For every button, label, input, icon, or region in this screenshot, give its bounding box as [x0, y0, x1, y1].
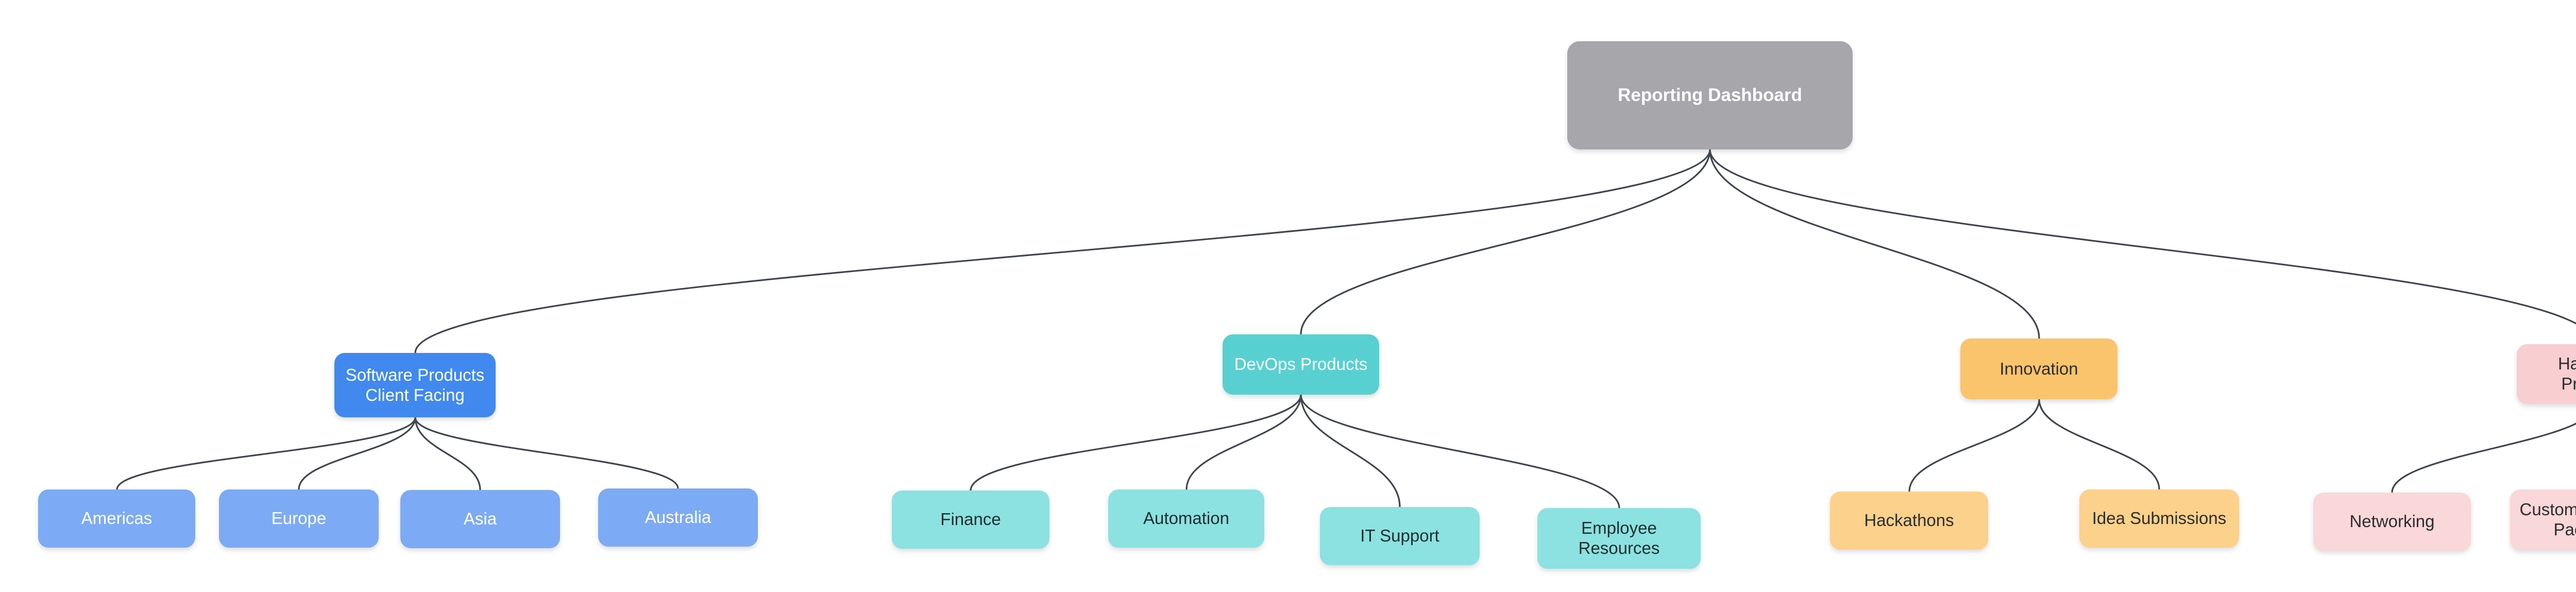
node-americas[interactable]: Americas [38, 489, 195, 548]
node-label: Employee Resources [1578, 518, 1660, 557]
node-label: Innovation [1999, 359, 2078, 378]
node-label: Asia [463, 509, 497, 529]
node-finance[interactable]: Finance [892, 490, 1049, 549]
edge-devops-employee-resources [1300, 394, 1620, 509]
edge-devops-it-support [1300, 394, 1401, 508]
edge-software-australia [414, 416, 679, 489]
node-networking[interactable]: Networking [2313, 493, 2471, 551]
node-label: Networking [2349, 512, 2435, 531]
node-employee-resources[interactable]: Employee Resources [1537, 508, 1701, 569]
edge-root-hardware [1709, 148, 2576, 325]
edge-innovation-idea-submissions [2038, 398, 2160, 490]
node-it-support[interactable]: IT Support [1320, 507, 1480, 565]
edge-software-americas [116, 416, 416, 490]
edge-root-devops [1300, 148, 1711, 335]
edge-software-asia [414, 416, 481, 491]
edge-innovation-hackathons [1908, 398, 2040, 493]
edge-hardware-networking [2391, 422, 2576, 494]
node-customer-success-packages[interactable]: Customer Success Packages [2510, 489, 2576, 550]
edge-root-innovation [1709, 148, 2040, 340]
node-devops-products[interactable]: DevOps Products [1223, 334, 1379, 395]
node-label: Customer Success Packages [2519, 500, 2576, 539]
node-label: Europe [271, 509, 327, 528]
node-label: DevOps Products [1234, 354, 1368, 374]
node-hackathons[interactable]: Hackathons [1830, 492, 1988, 550]
node-reporting-dashboard[interactable]: Reporting Dashboard [1567, 41, 1853, 149]
node-label: Software Products Client Facing [345, 365, 485, 404]
node-label: Americas [81, 509, 152, 528]
edge-devops-automation [1185, 394, 1302, 490]
node-label: Hardware Products [2557, 354, 2576, 393]
node-asia[interactable]: Asia [400, 490, 560, 548]
node-idea-submissions[interactable]: Idea Submissions [2079, 489, 2239, 548]
node-europe[interactable]: Europe [219, 489, 379, 548]
edge-software-europe [298, 416, 416, 490]
node-label: Automation [1143, 509, 1229, 528]
edge-root-software [414, 148, 1711, 354]
node-automation[interactable]: Automation [1108, 489, 1264, 548]
node-label: Idea Submissions [2092, 509, 2227, 528]
node-australia[interactable]: Australia [598, 488, 758, 547]
node-label: IT Support [1360, 526, 1439, 546]
node-label: Reporting Dashboard [1618, 85, 1802, 106]
node-label: Hackathons [1864, 511, 1954, 530]
node-hardware-products[interactable]: Hardware Products [2517, 344, 2576, 404]
node-label: Australia [645, 508, 711, 527]
node-label: Finance [940, 510, 1001, 529]
node-innovation[interactable]: Innovation [1960, 339, 2117, 399]
node-software-products-client-facing[interactable]: Software Products Client Facing [334, 353, 496, 417]
edge-devops-finance [970, 394, 1302, 492]
